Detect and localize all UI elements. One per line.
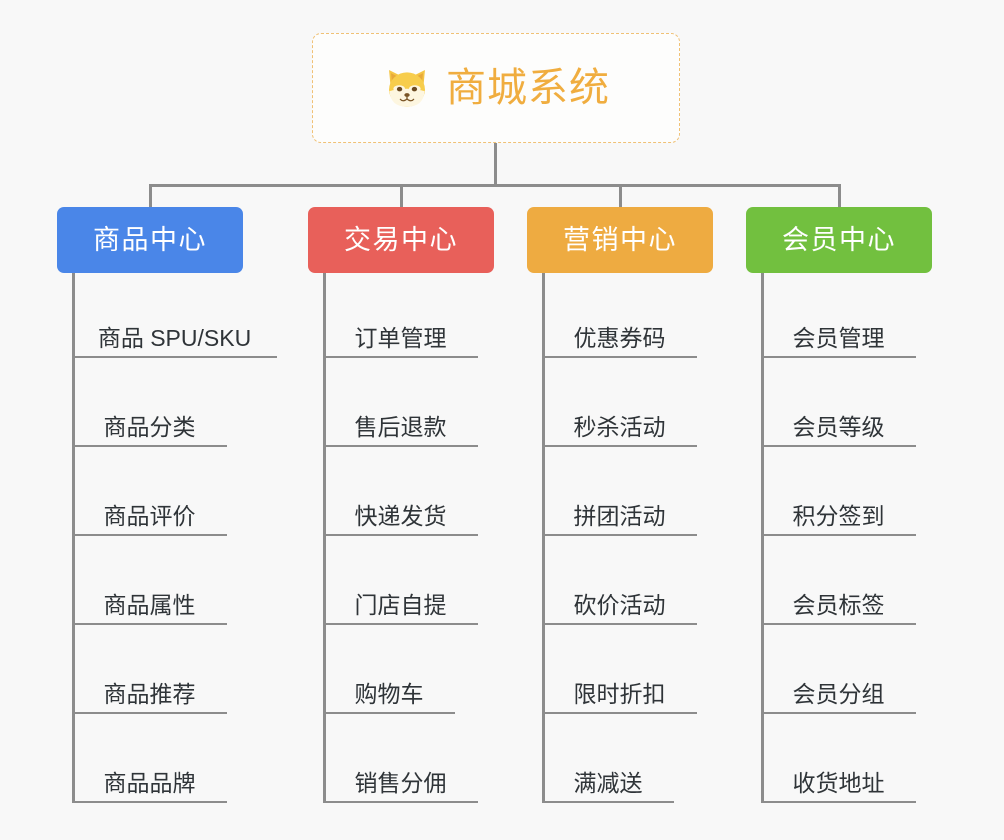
leaf-label: 会员等级 [792,413,885,440]
leaf-item[interactable]: 商品评价 [72,447,227,536]
category-label-3: 营销中心 [563,224,677,255]
leaf-item[interactable]: 会员管理 [761,273,916,358]
connector-trunk-4 [761,273,764,801]
leaf-label: 购物车 [354,680,424,707]
leaf-item[interactable]: 订单管理 [323,273,478,358]
leaf-item[interactable]: 商品属性 [72,536,227,625]
leaf-label: 门店自提 [354,591,447,618]
leaf-label: 会员标签 [792,591,885,618]
leaf-item[interactable]: 限时折扣 [542,625,697,714]
leaf-item[interactable]: 满减送 [542,714,674,803]
category-label-2: 交易中心 [344,224,458,255]
leaf-label: 会员分组 [792,680,885,707]
leaf-label: 满减送 [573,769,643,796]
leaf-item[interactable]: 售后退款 [323,358,478,447]
leaf-label: 拼团活动 [573,502,666,529]
leaf-item[interactable]: 拼团活动 [542,447,697,536]
category-box-3[interactable]: 营销中心 [527,207,713,273]
category-label-4: 会员中心 [782,224,896,255]
leaf-item[interactable]: 会员分组 [761,625,916,714]
category-box-1[interactable]: 商品中心 [57,207,243,273]
connector-drop-4 [838,184,841,208]
leaf-item[interactable]: 会员标签 [761,536,916,625]
connector-trunk-3 [542,273,545,801]
connector-trunk-1 [72,273,75,801]
leaf-label: 收货地址 [792,769,885,796]
leaf-label: 积分签到 [792,502,885,529]
connector-drop-1 [149,184,152,208]
leaf-label: 售后退款 [354,413,447,440]
leaf-item[interactable]: 优惠券码 [542,273,697,358]
leaf-item[interactable]: 积分签到 [761,447,916,536]
leaf-label: 会员管理 [792,324,885,351]
connector-drop-3 [619,184,622,208]
leaf-label: 商品 SPU/SKU [97,324,252,351]
leaf-item[interactable]: 购物车 [323,625,455,714]
category-box-2[interactable]: 交易中心 [308,207,494,273]
leaf-label: 砍价活动 [573,591,666,618]
leaf-label: 销售分佣 [354,769,447,796]
leaf-item[interactable]: 收货地址 [761,714,916,803]
connector-root-stem [494,143,497,186]
root-node[interactable]: 商城系统 [312,33,680,143]
leaf-label: 快递发货 [354,502,447,529]
leaf-item[interactable]: 销售分佣 [323,714,478,803]
leaf-label: 商品品牌 [103,769,196,796]
leaf-label: 商品推荐 [103,680,196,707]
leaf-item[interactable]: 会员等级 [761,358,916,447]
root-title: 商城系统 [446,66,610,110]
leaf-item[interactable]: 商品 SPU/SKU [72,273,277,358]
leaf-item[interactable]: 门店自提 [323,536,478,625]
category-label-1: 商品中心 [93,224,207,255]
leaf-item[interactable]: 快递发货 [323,447,478,536]
connector-horizontal-bus [150,184,840,187]
leaf-item[interactable]: 商品推荐 [72,625,227,714]
connector-trunk-2 [323,273,326,801]
leaf-label: 商品分类 [103,413,196,440]
shiba-dog-face-icon [389,70,425,107]
leaf-item[interactable]: 商品分类 [72,358,227,447]
leaf-label: 商品属性 [103,591,196,618]
leaf-item[interactable]: 砍价活动 [542,536,697,625]
category-box-4[interactable]: 会员中心 [746,207,932,273]
leaf-label: 订单管理 [354,324,447,351]
leaf-label: 商品评价 [103,502,196,529]
leaf-label: 秒杀活动 [573,413,666,440]
connector-drop-2 [400,184,403,208]
leaf-label: 限时折扣 [573,680,666,707]
leaf-label: 优惠券码 [573,324,666,351]
leaf-item[interactable]: 秒杀活动 [542,358,697,447]
leaf-item[interactable]: 商品品牌 [72,714,227,803]
